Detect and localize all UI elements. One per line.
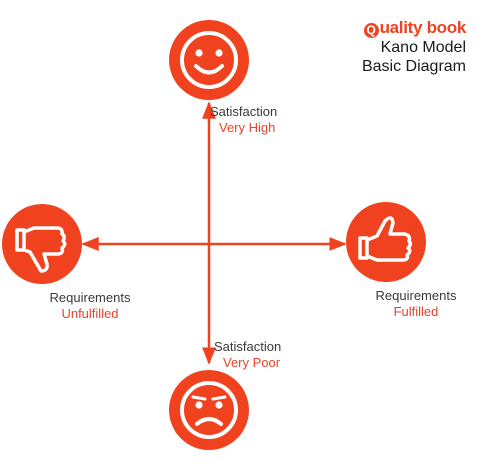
top-label: Satisfaction Very High [210,104,300,136]
right-axis-label: Requirements [375,288,457,303]
top-level-label: Very High [219,120,276,135]
smiley-face-icon [169,20,249,100]
left-axis-label: Requirements [49,290,131,305]
left-label: Requirements Unfulfilled [38,290,142,322]
thumbs-down-icon [2,204,82,284]
bottom-label: Satisfaction Very Poor [214,339,304,371]
brand-name-text: uality book [379,18,467,37]
top-axis-label: Satisfaction [210,104,278,119]
sad-face-icon [169,370,249,450]
thumbs-up-icon [346,202,426,282]
bottom-axis-label: Satisfaction [214,339,282,354]
left-level-label: Unfulfilled [61,306,119,321]
right-label: Requirements Fulfilled [364,288,468,320]
logo-q-icon: Q [363,23,379,38]
diagram-title-line2: Basic Diagram [361,58,466,75]
right-level-label: Fulfilled [393,304,439,319]
bottom-level-label: Very Poor [223,355,281,370]
diagram-title-line1: Kano Model [380,39,466,56]
